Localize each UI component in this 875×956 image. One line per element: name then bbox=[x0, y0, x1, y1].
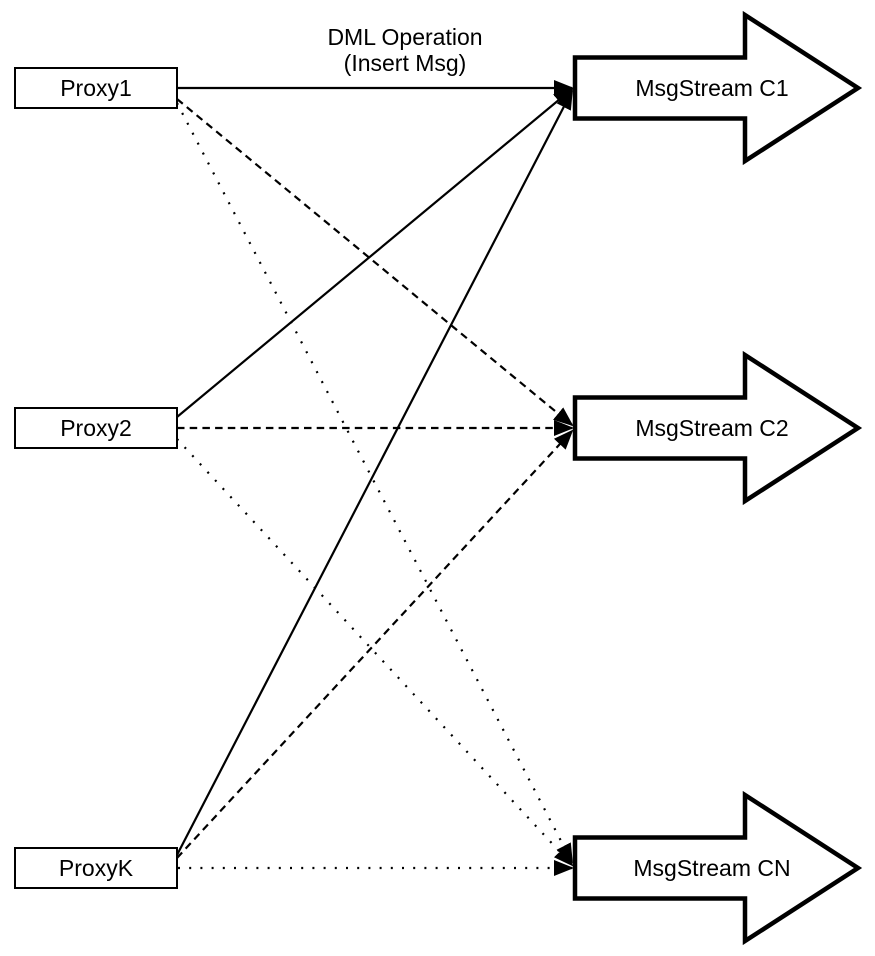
connector-proxyk-to-c1 bbox=[176, 89, 573, 856]
proxyk-label: ProxyK bbox=[59, 855, 134, 881]
stream-arrow-c2: MsgStream C2 bbox=[572, 350, 863, 506]
connector-proxyk-to-c2 bbox=[176, 429, 574, 859]
connector-proxy1-to-cn bbox=[176, 102, 573, 864]
proxy2-label: Proxy2 bbox=[60, 415, 132, 441]
msgstream-cn-label: MsgStream CN bbox=[633, 855, 790, 881]
connectors bbox=[176, 80, 574, 876]
proxyk-box bbox=[14, 847, 178, 889]
connector-proxy2-to-cn bbox=[176, 438, 574, 867]
dml-operation-label-line2: (Insert Msg) bbox=[344, 50, 467, 76]
msgstream-cn-arrow-shape bbox=[572, 790, 863, 946]
msgstream-c1-arrow-shape bbox=[572, 10, 863, 166]
proxy1-label: Proxy1 bbox=[60, 75, 132, 101]
stream-arrow-cn: MsgStream CN bbox=[572, 790, 863, 946]
proxy2-box bbox=[14, 407, 178, 449]
connector-proxy1-to-c2 bbox=[176, 98, 574, 427]
dml-operation-label: DML Operation (Insert Msg) bbox=[327, 24, 482, 76]
stream-arrows: MsgStream C1 MsgStream C2 MsgStream CN bbox=[572, 10, 863, 946]
proxy-node-proxy1: Proxy1 bbox=[14, 67, 178, 109]
proxy-node-proxy2: Proxy2 bbox=[14, 407, 178, 449]
msgstream-c1-label: MsgStream C1 bbox=[635, 75, 788, 101]
msgstream-c2-arrow-shape bbox=[572, 350, 863, 506]
stream-arrow-c1: MsgStream C1 bbox=[572, 10, 863, 166]
proxy1-box bbox=[14, 67, 178, 109]
connector-proxy2-to-c1 bbox=[176, 87, 574, 418]
dml-operation-label-line1: DML Operation bbox=[327, 24, 482, 50]
proxy-nodes: Proxy1 Proxy2 ProxyK bbox=[14, 67, 178, 889]
proxy-node-proxyk: ProxyK bbox=[14, 847, 178, 889]
msgstream-c2-label: MsgStream C2 bbox=[635, 415, 788, 441]
